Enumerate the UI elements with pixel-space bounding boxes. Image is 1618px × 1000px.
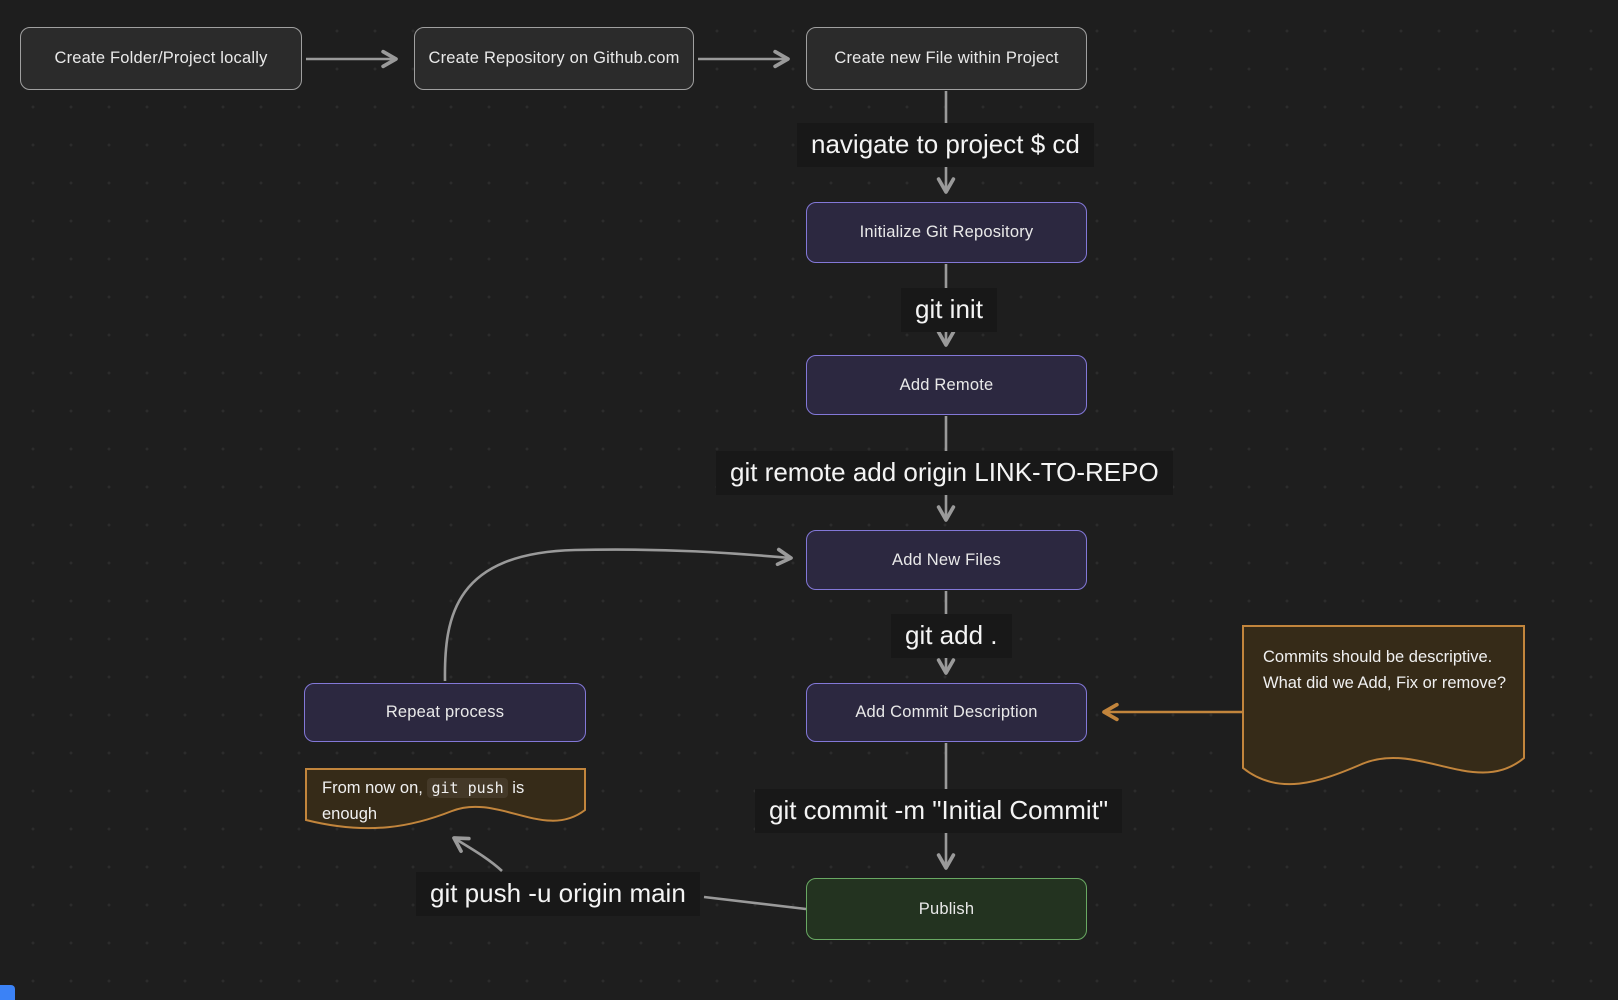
node-create-file-label: Create new File within Project	[834, 49, 1059, 67]
push-note-code: git push	[427, 778, 508, 798]
node-publish-label: Publish	[918, 899, 975, 918]
node-create-repo-label: Create Repository on Github.com	[428, 49, 680, 67]
node-add-commit-desc[interactable]: Add Commit Description	[806, 683, 1087, 742]
node-create-folder[interactable]: Create Folder/Project locally	[20, 27, 302, 90]
node-add-new-files-label: Add New Files	[892, 550, 1001, 569]
node-repeat-process[interactable]: Repeat process	[304, 683, 586, 742]
node-init-git-label: Initialize Git Repository	[859, 223, 1034, 241]
push-note-prefix: From now on,	[322, 779, 428, 797]
push-note-shape[interactable]	[305, 768, 586, 830]
line-publish-to-push-label[interactable]	[703, 895, 807, 911]
commit-note-shape[interactable]	[1242, 625, 1525, 786]
label-navigate-cd[interactable]: navigate to project $ cd	[797, 123, 1094, 167]
label-git-commit[interactable]: git commit -m "Initial Commit"	[755, 789, 1123, 833]
node-create-file[interactable]: Create new File within Project	[806, 27, 1087, 90]
node-init-git[interactable]: Initialize Git Repository	[806, 202, 1087, 263]
node-add-remote[interactable]: Add Remote	[806, 355, 1087, 415]
label-git-init[interactable]: git init	[901, 288, 997, 332]
bottom-left-accent	[0, 985, 15, 1000]
node-create-repo[interactable]: Create Repository on Github.com	[414, 27, 694, 90]
arrow-push-to-repeat[interactable]	[452, 836, 503, 872]
push-note-text: From now on, git push is enough	[322, 775, 562, 827]
label-git-remote-add[interactable]: git remote add origin LINK-TO-REPO	[716, 451, 1173, 495]
push-note-suffix: is enough	[322, 779, 525, 823]
node-repeat-process-label: Repeat process	[385, 703, 505, 721]
node-add-new-files[interactable]: Add New Files	[806, 530, 1087, 590]
node-publish[interactable]: Publish	[806, 878, 1087, 940]
commit-note-text: Commits should be descriptive. What did …	[1263, 648, 1507, 692]
node-add-remote-label: Add Remote	[899, 375, 994, 394]
arrow-repeat-to-addfiles[interactable]	[443, 547, 793, 682]
label-git-add[interactable]: git add .	[891, 614, 1012, 658]
label-git-push[interactable]: git push -u origin main	[416, 872, 700, 916]
node-create-folder-label: Create Folder/Project locally	[54, 49, 268, 67]
node-add-commit-desc-label: Add Commit Description	[855, 703, 1038, 721]
